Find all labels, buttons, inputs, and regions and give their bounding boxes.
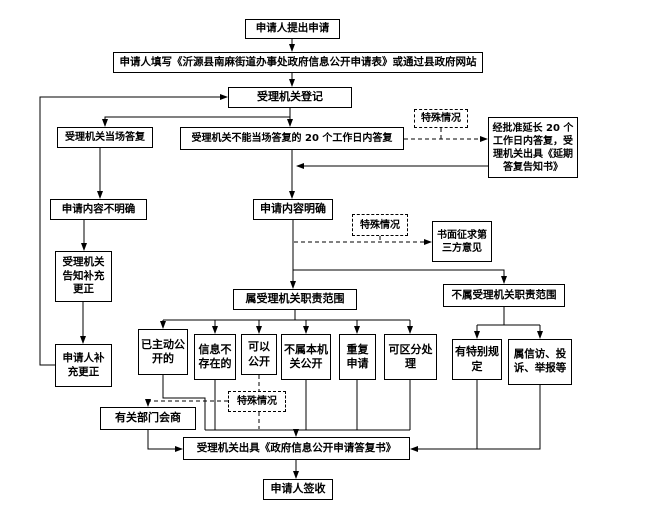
node-already-public: 已主动公开的	[138, 329, 188, 375]
node-onspot-reply: 受理机关当场答复	[57, 127, 153, 148]
node-notify-supplement-correction: 受理机关告知补充更正	[55, 251, 112, 302]
node-third-party-opinion: 书面征求第三方意见	[432, 221, 492, 262]
node-content-unclear: 申请内容不明确	[50, 199, 147, 220]
node-fill-application-form: 申请人填写《沂源县南麻街道办事处政府信息公开申请表》或通过县政府网站	[113, 52, 483, 73]
arrow-supplement-loop-to-register	[39, 94, 228, 366]
node-special-rule: 有特别规定	[452, 339, 502, 380]
arrow-petition-to-replydoc	[410, 385, 541, 452]
node-special-case-3: 特殊情况	[228, 391, 286, 412]
node-outside-scope: 不属受理机关职责范围	[443, 284, 565, 307]
node-petition-complaint-report: 属信访、投诉、举报等	[508, 339, 572, 385]
node-department-consultation: 有关部门会商	[100, 407, 196, 430]
node-applicant-sign: 申请人签收	[263, 479, 333, 500]
node-can-be-public: 可以公开	[241, 334, 277, 375]
node-content-clear: 申请内容明确	[253, 199, 333, 220]
arrow-clear-to-outscope	[293, 269, 507, 284]
node-register: 受理机关登记	[228, 87, 352, 108]
node-submit-application: 申请人提出申请	[245, 19, 340, 39]
node-divisible-handling: 可区分处理	[384, 334, 437, 380]
node-special-case-1: 特殊情况	[414, 109, 468, 128]
node-applicant-supplement-correction: 申请人补充更正	[55, 344, 112, 387]
arrow-register-to-onspot	[102, 116, 290, 127]
node-not-onspot-reply-20days: 受理机关不能当场答复的 20 个工作日内答复	[180, 127, 404, 150]
node-issue-reply-document: 受理机关出具《政府信息公开申请答复书》	[183, 437, 410, 460]
node-not-this-org: 不属本机关公开	[281, 334, 331, 380]
node-special-case-2: 特殊情况	[352, 214, 408, 236]
node-extension-20days: 经批准延长 20 个工作日内答复，受理机关出具《延期答复告知书》	[488, 117, 578, 178]
node-info-not-exist: 信息不存在的	[194, 334, 236, 380]
arrow-consult-to-replydoc	[147, 430, 183, 452]
node-within-scope: 属受理机关职责范围	[233, 289, 357, 310]
arrow-special3-to-consult	[145, 399, 228, 407]
connector-already-down	[162, 375, 206, 430]
node-repeat-request: 重复申请	[339, 334, 376, 380]
